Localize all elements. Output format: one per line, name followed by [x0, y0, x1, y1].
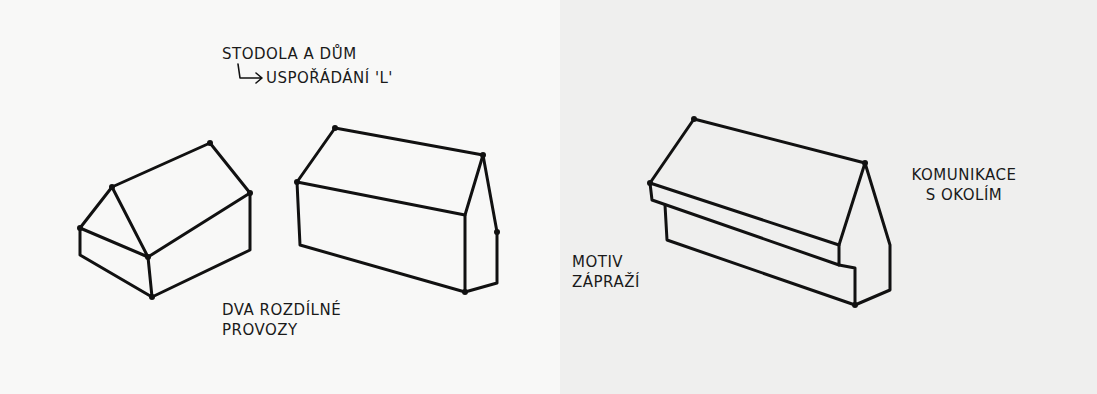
hook-arrow: [238, 64, 262, 83]
note-text: KOMUNIKACE S OKOLÍM: [905, 165, 1023, 206]
caption-text: DVA ROZDÍLNÉ PROVOZY: [222, 300, 347, 341]
note-text: STODOLA A DŮM: [222, 44, 422, 64]
barn-sketch: [297, 128, 497, 292]
note-text: MOTIV ZÁPRAŽÍ: [572, 252, 657, 293]
porch-barn-sketch: [650, 119, 890, 305]
paper-left: [0, 0, 560, 394]
paper-right: [560, 0, 1097, 394]
note-text: USPOŘÁDÁNÍ 'L': [266, 68, 466, 88]
house-sketch: [80, 143, 250, 297]
